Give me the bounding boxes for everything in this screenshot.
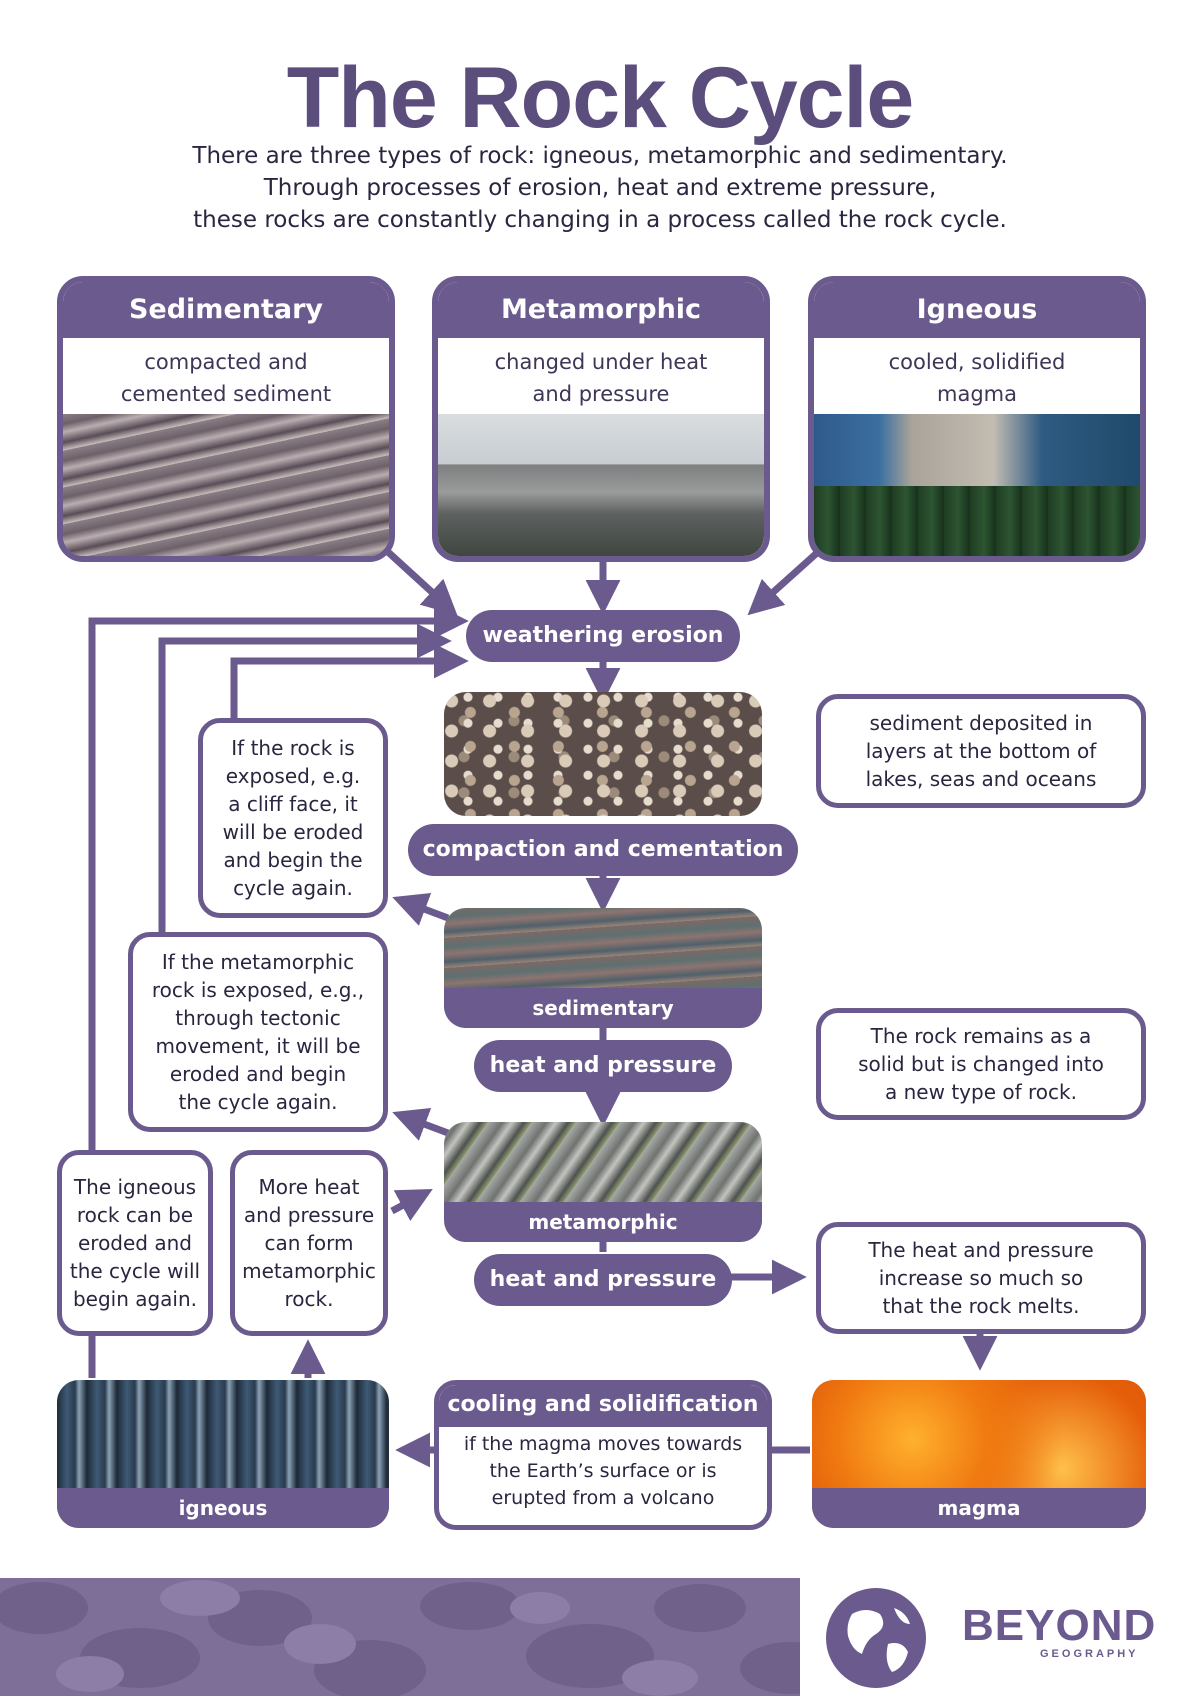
note-more-heat: More heat and pressure can form metamorp… bbox=[230, 1150, 388, 1336]
note-metamorphic-exposed: If the metamorphic rock is exposed, e.g.… bbox=[128, 932, 388, 1132]
process-heat-pressure-2: heat and pressure bbox=[474, 1254, 732, 1306]
cooling-box: cooling and solidification if the magma … bbox=[434, 1380, 772, 1530]
note-rock-exposed: If the rock is exposed, e.g. a cliff fac… bbox=[198, 718, 388, 918]
cycle-arrows bbox=[88, 549, 998, 1468]
arrow-more-heat-to-metamorphic bbox=[390, 1189, 433, 1222]
igneous-basalt-photo: igneous bbox=[57, 1380, 389, 1528]
note-rock-remains: The rock remains as a solid but is chang… bbox=[816, 1008, 1146, 1120]
intro-line-3: these rocks are constantly changing in a… bbox=[193, 207, 1007, 233]
arrow-to-metamorphic-exposed bbox=[392, 1108, 450, 1141]
label-igneous: igneous bbox=[57, 1488, 389, 1528]
arrow-sedimentary-to-weathering bbox=[385, 549, 458, 616]
igneous-cliff-photo bbox=[814, 414, 1140, 556]
card-sedimentary: Sedimentary compacted and cemented sedim… bbox=[57, 276, 395, 562]
process-cooling-solidification: cooling and solidification bbox=[439, 1385, 767, 1427]
metamorphic-rock-photo: metamorphic bbox=[444, 1122, 762, 1242]
note-sediment-deposited: sediment deposited in layers at the bott… bbox=[816, 694, 1146, 808]
arrow-to-rock-exposed bbox=[392, 893, 450, 926]
brand-logo: BEYOND bbox=[962, 1601, 1157, 1650]
card-igneous-desc: cooled, solidified magma bbox=[888, 350, 1066, 406]
cooling-note: if the magma moves towards the Earth’s s… bbox=[463, 1433, 743, 1509]
process-compaction-cementation: compaction and cementation bbox=[408, 824, 798, 876]
arrow-sedimentary-loop bbox=[230, 643, 469, 726]
sedimentary-landscape-photo bbox=[63, 414, 389, 556]
process-weathering-erosion: weathering erosion bbox=[466, 610, 740, 662]
footer-banner: BEYOND GEOGRAPHY bbox=[0, 1578, 1200, 1696]
magma-photo: magma bbox=[812, 1380, 1146, 1528]
label-metamorphic: metamorphic bbox=[444, 1202, 762, 1242]
process-heat-pressure-1: heat and pressure bbox=[474, 1040, 732, 1092]
card-metamorphic-title: Metamorphic bbox=[438, 282, 764, 338]
card-igneous: Igneous cooled, solidified magma bbox=[808, 276, 1146, 562]
intro-line-2: Through processes of erosion, heat and e… bbox=[263, 175, 937, 201]
note-rock-melts: The heat and pressure increase so much s… bbox=[816, 1222, 1146, 1334]
brand-sub: GEOGRAPHY bbox=[1040, 1648, 1139, 1660]
arrow-metamorphic-loop bbox=[158, 623, 452, 938]
metamorphic-peaks-photo bbox=[438, 414, 764, 556]
sediment-pebbles-photo bbox=[444, 692, 762, 816]
intro-line-1: There are three types of rock: igneous, … bbox=[192, 143, 1008, 169]
card-sedimentary-title: Sedimentary bbox=[63, 282, 389, 338]
globe-icon bbox=[822, 1584, 930, 1692]
label-sedimentary: sedimentary bbox=[444, 988, 762, 1028]
card-sedimentary-desc: compacted and cemented sediment bbox=[120, 350, 332, 406]
sedimentary-layers-photo: sedimentary bbox=[444, 908, 762, 1028]
arrow-igneous-loop bbox=[88, 603, 469, 1162]
page-title: The Rock Cycle bbox=[286, 50, 914, 146]
note-igneous-eroded: The igneous rock can be eroded and the c… bbox=[57, 1150, 213, 1336]
card-igneous-title: Igneous bbox=[814, 282, 1140, 338]
label-magma: magma bbox=[812, 1488, 1146, 1528]
card-metamorphic-desc: changed under heat and pressure bbox=[494, 350, 708, 406]
arrow-igneous-to-weathering bbox=[747, 549, 821, 616]
card-metamorphic: Metamorphic changed under heat and press… bbox=[432, 276, 770, 562]
